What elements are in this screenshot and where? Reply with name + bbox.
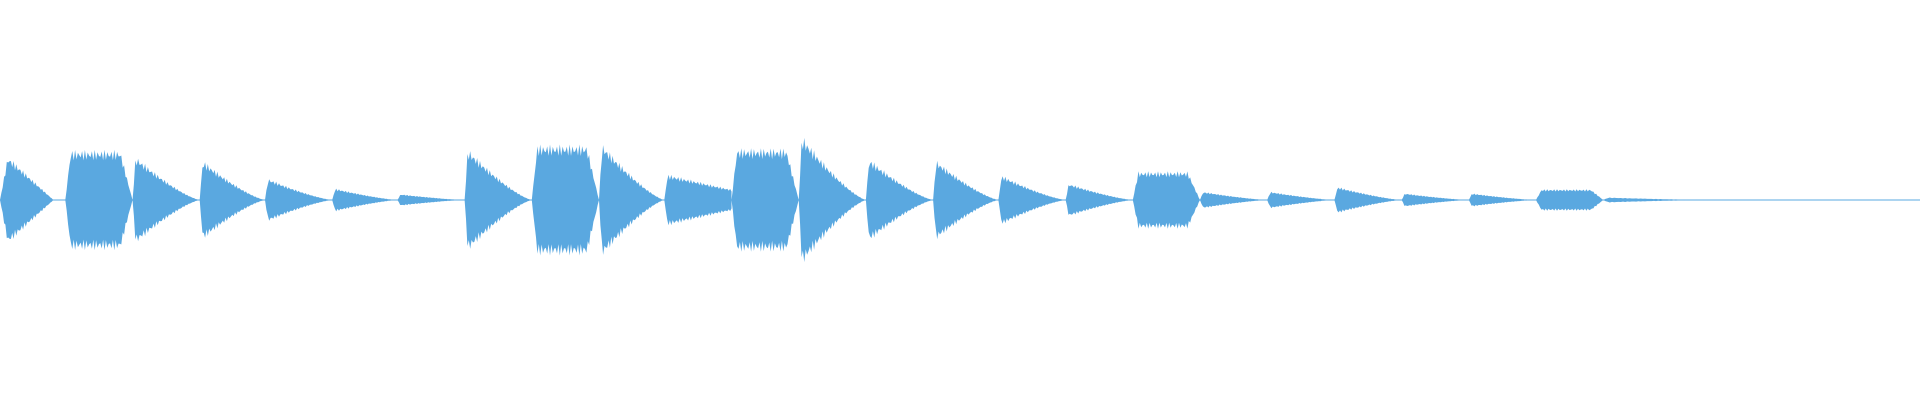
- waveform-burst: [1267, 191, 1335, 209]
- waveform-burst: [1603, 197, 1709, 203]
- waveform-segments: [0, 137, 1709, 263]
- waveform-burst: [65, 149, 133, 251]
- waveform-burst: [865, 161, 934, 239]
- waveform-burst: [599, 145, 665, 255]
- waveform-burst: [731, 148, 799, 252]
- waveform-burst: [1401, 194, 1469, 206]
- waveform-burst: [1468, 193, 1536, 207]
- waveform-burst: [531, 144, 599, 256]
- waveform-burst: [664, 174, 732, 226]
- waveform-burst: [1065, 185, 1133, 215]
- waveform-burst: [798, 137, 866, 263]
- waveform-burst: [265, 179, 333, 221]
- waveform-burst: [332, 188, 398, 212]
- waveform-burst: [998, 176, 1066, 224]
- waveform-burst: [397, 194, 465, 206]
- waveform-burst: [1536, 189, 1604, 211]
- waveform-burst: [1200, 192, 1268, 208]
- waveform-burst: [132, 158, 200, 242]
- waveform-burst: [0, 161, 66, 239]
- waveform-burst: [1132, 171, 1200, 229]
- waveform-burst: [1334, 187, 1402, 213]
- waveform-burst: [933, 160, 999, 240]
- waveform-burst: [464, 151, 532, 249]
- waveform-burst: [199, 162, 265, 238]
